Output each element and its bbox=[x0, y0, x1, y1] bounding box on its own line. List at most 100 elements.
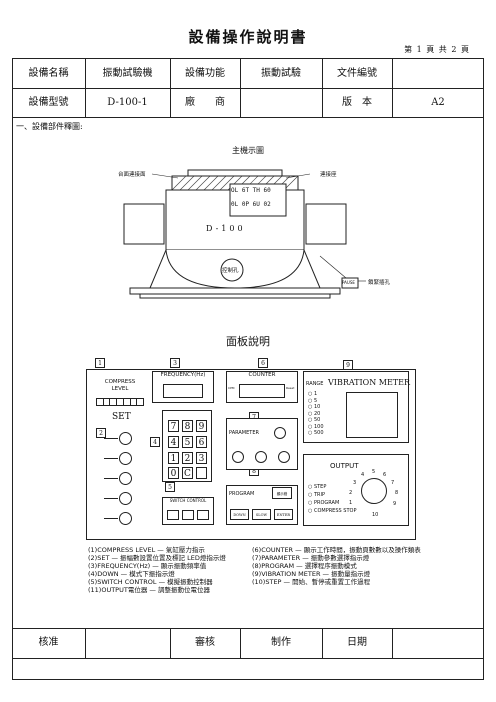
switch-button-1[interactable] bbox=[167, 510, 179, 520]
dial-number: 3 bbox=[353, 480, 357, 486]
key-7[interactable]: 7 bbox=[168, 420, 179, 432]
range-option[interactable]: ○ 50 bbox=[308, 417, 321, 423]
key-5[interactable]: 5 bbox=[182, 436, 193, 448]
set-knob[interactable] bbox=[119, 432, 132, 445]
table-divider bbox=[322, 58, 323, 117]
set-knob[interactable] bbox=[119, 452, 132, 465]
key-2[interactable]: 2 bbox=[182, 452, 193, 464]
key-8[interactable]: 8 bbox=[182, 420, 193, 432]
parameter-button-2[interactable] bbox=[255, 451, 267, 463]
key-6[interactable]: 6 bbox=[196, 436, 207, 448]
document-frame bbox=[12, 58, 484, 680]
section-heading: 一、設備部件釋圖: bbox=[16, 122, 83, 131]
key-3[interactable]: 3 bbox=[196, 452, 207, 464]
legend-item: (5)SWITCH CONTROL — 模擬振動控制器 bbox=[88, 578, 213, 586]
program-display-button[interactable]: 顯示錯 bbox=[272, 487, 292, 499]
vibration-meter-label: VIBRATION METER bbox=[328, 378, 411, 387]
switch-button-3[interactable] bbox=[197, 510, 209, 520]
dial-number: 4 bbox=[361, 472, 365, 478]
key-4[interactable]: 4 bbox=[168, 436, 179, 448]
output-option-compress-stop[interactable]: ○ COMPRESS STOP bbox=[308, 508, 357, 514]
manufacturer-label: 廠 商 bbox=[185, 97, 225, 108]
parameter-button-1[interactable] bbox=[232, 451, 244, 463]
program-down-button[interactable]: DOWN bbox=[230, 509, 249, 520]
counter-reset-label[interactable]: Reset bbox=[286, 386, 295, 390]
machine-diagram bbox=[123, 169, 366, 299]
footer-divider bbox=[170, 628, 171, 658]
output-option-trip[interactable]: ○ TRIP bbox=[308, 492, 325, 498]
display-line-1: OL 6T TH 60 bbox=[231, 187, 271, 194]
set-label: SET bbox=[112, 412, 131, 422]
legend-right: (6)COUNTER — 顯示工作時間，振動頁數數以及操作類表 (7)PARAM… bbox=[252, 546, 421, 586]
output-dial[interactable] bbox=[361, 478, 387, 504]
range-option[interactable]: ○ 20 bbox=[308, 410, 321, 417]
range-option[interactable]: ○ 100 bbox=[308, 423, 324, 430]
dial-number: 8 bbox=[395, 490, 399, 496]
version-label: 版 本 bbox=[342, 97, 372, 108]
switch-control-label: SWITCH CONTROL bbox=[169, 498, 207, 503]
counter-display bbox=[239, 384, 285, 398]
parameter-button-3[interactable] bbox=[278, 451, 290, 463]
marker-9: 9 bbox=[343, 360, 353, 370]
dial-number: 5 bbox=[372, 469, 376, 475]
set-knob[interactable] bbox=[119, 492, 132, 505]
machine-caption: 主機示圖 bbox=[232, 146, 264, 155]
label-connector: 連接座 bbox=[320, 172, 337, 178]
key-0[interactable]: 0 bbox=[168, 467, 179, 479]
range-option[interactable]: ○ 10 bbox=[308, 404, 321, 410]
marker-3: 3 bbox=[170, 358, 180, 368]
key-9[interactable]: 9 bbox=[196, 420, 207, 432]
footer-divider bbox=[322, 628, 323, 658]
set-knob[interactable] bbox=[119, 472, 132, 485]
table-divider bbox=[12, 117, 484, 118]
legend-item: (1)COMPRESS LEVEL — 氣缸壓力指示 bbox=[88, 546, 205, 554]
table-divider bbox=[85, 58, 86, 117]
range-option[interactable]: ○ 5 bbox=[308, 397, 318, 404]
program-slow-button[interactable]: SLOW bbox=[252, 509, 271, 520]
output-option-step[interactable]: ○ STEP bbox=[308, 484, 327, 490]
machine-model-text: D-100 bbox=[206, 224, 246, 233]
range-option[interactable]: ○ 1 bbox=[308, 391, 318, 397]
output-option-program[interactable]: ○ PROGRAM bbox=[308, 500, 340, 506]
legend-left: (1)COMPRESS LEVEL — 氣缸壓力指示 (2)SET — 振幅數設… bbox=[88, 546, 226, 594]
range-options: ○ 1 ○ 5 ○ 10 ○ 20 ○ 50 ○ 100 ○ 500 bbox=[308, 391, 324, 437]
legend-item: (8)PROGRAM — 選擇程序振動模式 bbox=[252, 562, 357, 570]
output-panel bbox=[303, 454, 409, 526]
legend-item: (2)SET — 振幅數設置位置及標記 LED燈指示燈 bbox=[88, 554, 226, 562]
legend-item: (6)COUNTER — 顯示工作時間，振動頁數數以及操作類表 bbox=[252, 546, 421, 554]
program-enter-button[interactable]: ENTER bbox=[274, 509, 293, 520]
table-divider bbox=[12, 88, 484, 89]
table-divider bbox=[392, 58, 393, 117]
dial-number: 2 bbox=[349, 490, 353, 496]
equipment-function-value: 振動試驗 bbox=[261, 68, 301, 79]
equipment-model-label: 設備型號 bbox=[28, 97, 69, 108]
set-indicator-line bbox=[104, 438, 118, 439]
footer-divider bbox=[12, 628, 484, 629]
legend-item: (10)STEP — 開始、暫停或重置工作過程 bbox=[252, 578, 371, 586]
made-by-label: 制作 bbox=[271, 637, 291, 648]
table-divider bbox=[170, 58, 171, 117]
output-dial-scale: 1 2 3 4 5 6 7 8 9 10 bbox=[349, 469, 399, 518]
equipment-function-label: 設備功能 bbox=[185, 68, 225, 79]
counter-left-label: CPM bbox=[228, 386, 235, 390]
range-option[interactable]: ○ 500 bbox=[308, 430, 324, 436]
document-number-label: 文件編號 bbox=[337, 68, 377, 79]
pause-switch[interactable]: PAUSE bbox=[342, 280, 355, 285]
label-lock-socket: 鎖緊插孔 bbox=[368, 280, 391, 286]
set-indicator-line bbox=[104, 478, 118, 479]
parameter-indicator bbox=[274, 427, 286, 439]
dial-number: 6 bbox=[383, 472, 387, 478]
key-clear[interactable]: C bbox=[182, 467, 193, 479]
switch-button-2[interactable] bbox=[182, 510, 194, 520]
page-number: 第 1 頁 共 2 頁 bbox=[404, 45, 470, 54]
review-label: 審核 bbox=[195, 637, 215, 648]
equipment-name-label: 設備名稱 bbox=[28, 68, 69, 79]
approve-label: 核准 bbox=[38, 637, 59, 648]
set-knob[interactable] bbox=[119, 512, 132, 525]
legend-item: (11)OUTPUT電位器 — 調整振動位電位器 bbox=[88, 586, 210, 594]
legend-item: (9)VIBRATION METER — 振動量指示燈 bbox=[252, 570, 371, 578]
frequency-label: FREQUENCY(Hz) bbox=[160, 372, 206, 378]
key-1[interactable]: 1 bbox=[168, 452, 179, 464]
legend-item: (7)PARAMETER — 振動參數選擇指示燈 bbox=[252, 554, 370, 562]
key-enter[interactable] bbox=[196, 467, 207, 479]
